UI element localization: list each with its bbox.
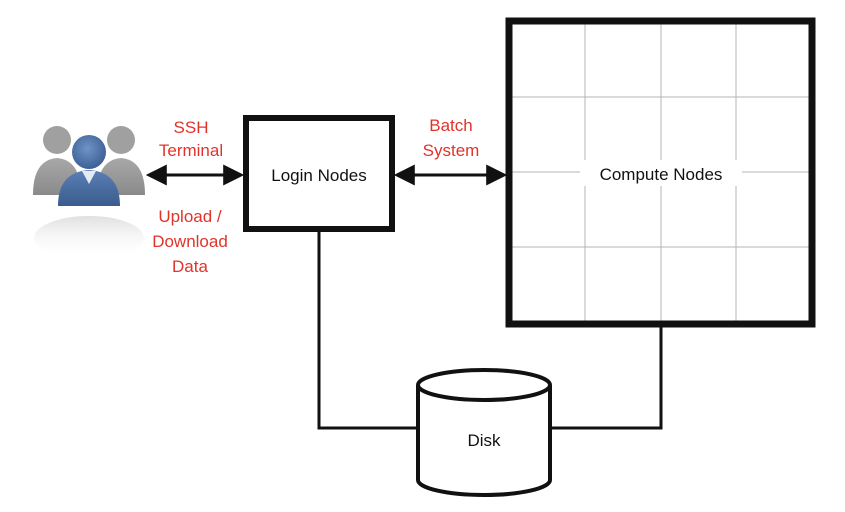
svg-text:SSH: SSH xyxy=(174,118,209,137)
login-nodes-box xyxy=(243,115,395,232)
compute-label-backdrop xyxy=(580,160,742,186)
svg-text:Download: Download xyxy=(152,232,228,251)
svg-text:Batch: Batch xyxy=(429,116,472,135)
users-group-icon xyxy=(33,126,145,260)
svg-text:Terminal: Terminal xyxy=(159,141,223,160)
batch-system-annotation: Batch System xyxy=(423,116,480,160)
compute-nodes-label: Compute Nodes xyxy=(600,165,723,184)
disk-cylinder xyxy=(416,368,552,497)
upload-download-annotation: Upload / Download Data xyxy=(152,207,228,276)
svg-text:System: System xyxy=(423,141,480,160)
compute-disk-connector xyxy=(550,327,663,430)
svg-text:Data: Data xyxy=(172,257,208,276)
login-nodes-label: Login Nodes xyxy=(271,166,366,185)
svg-text:Upload /: Upload / xyxy=(158,207,222,226)
ssh-terminal-annotation: SSH Terminal xyxy=(159,118,223,160)
login-disk-connector xyxy=(317,232,418,430)
disk-label: Disk xyxy=(467,431,501,450)
